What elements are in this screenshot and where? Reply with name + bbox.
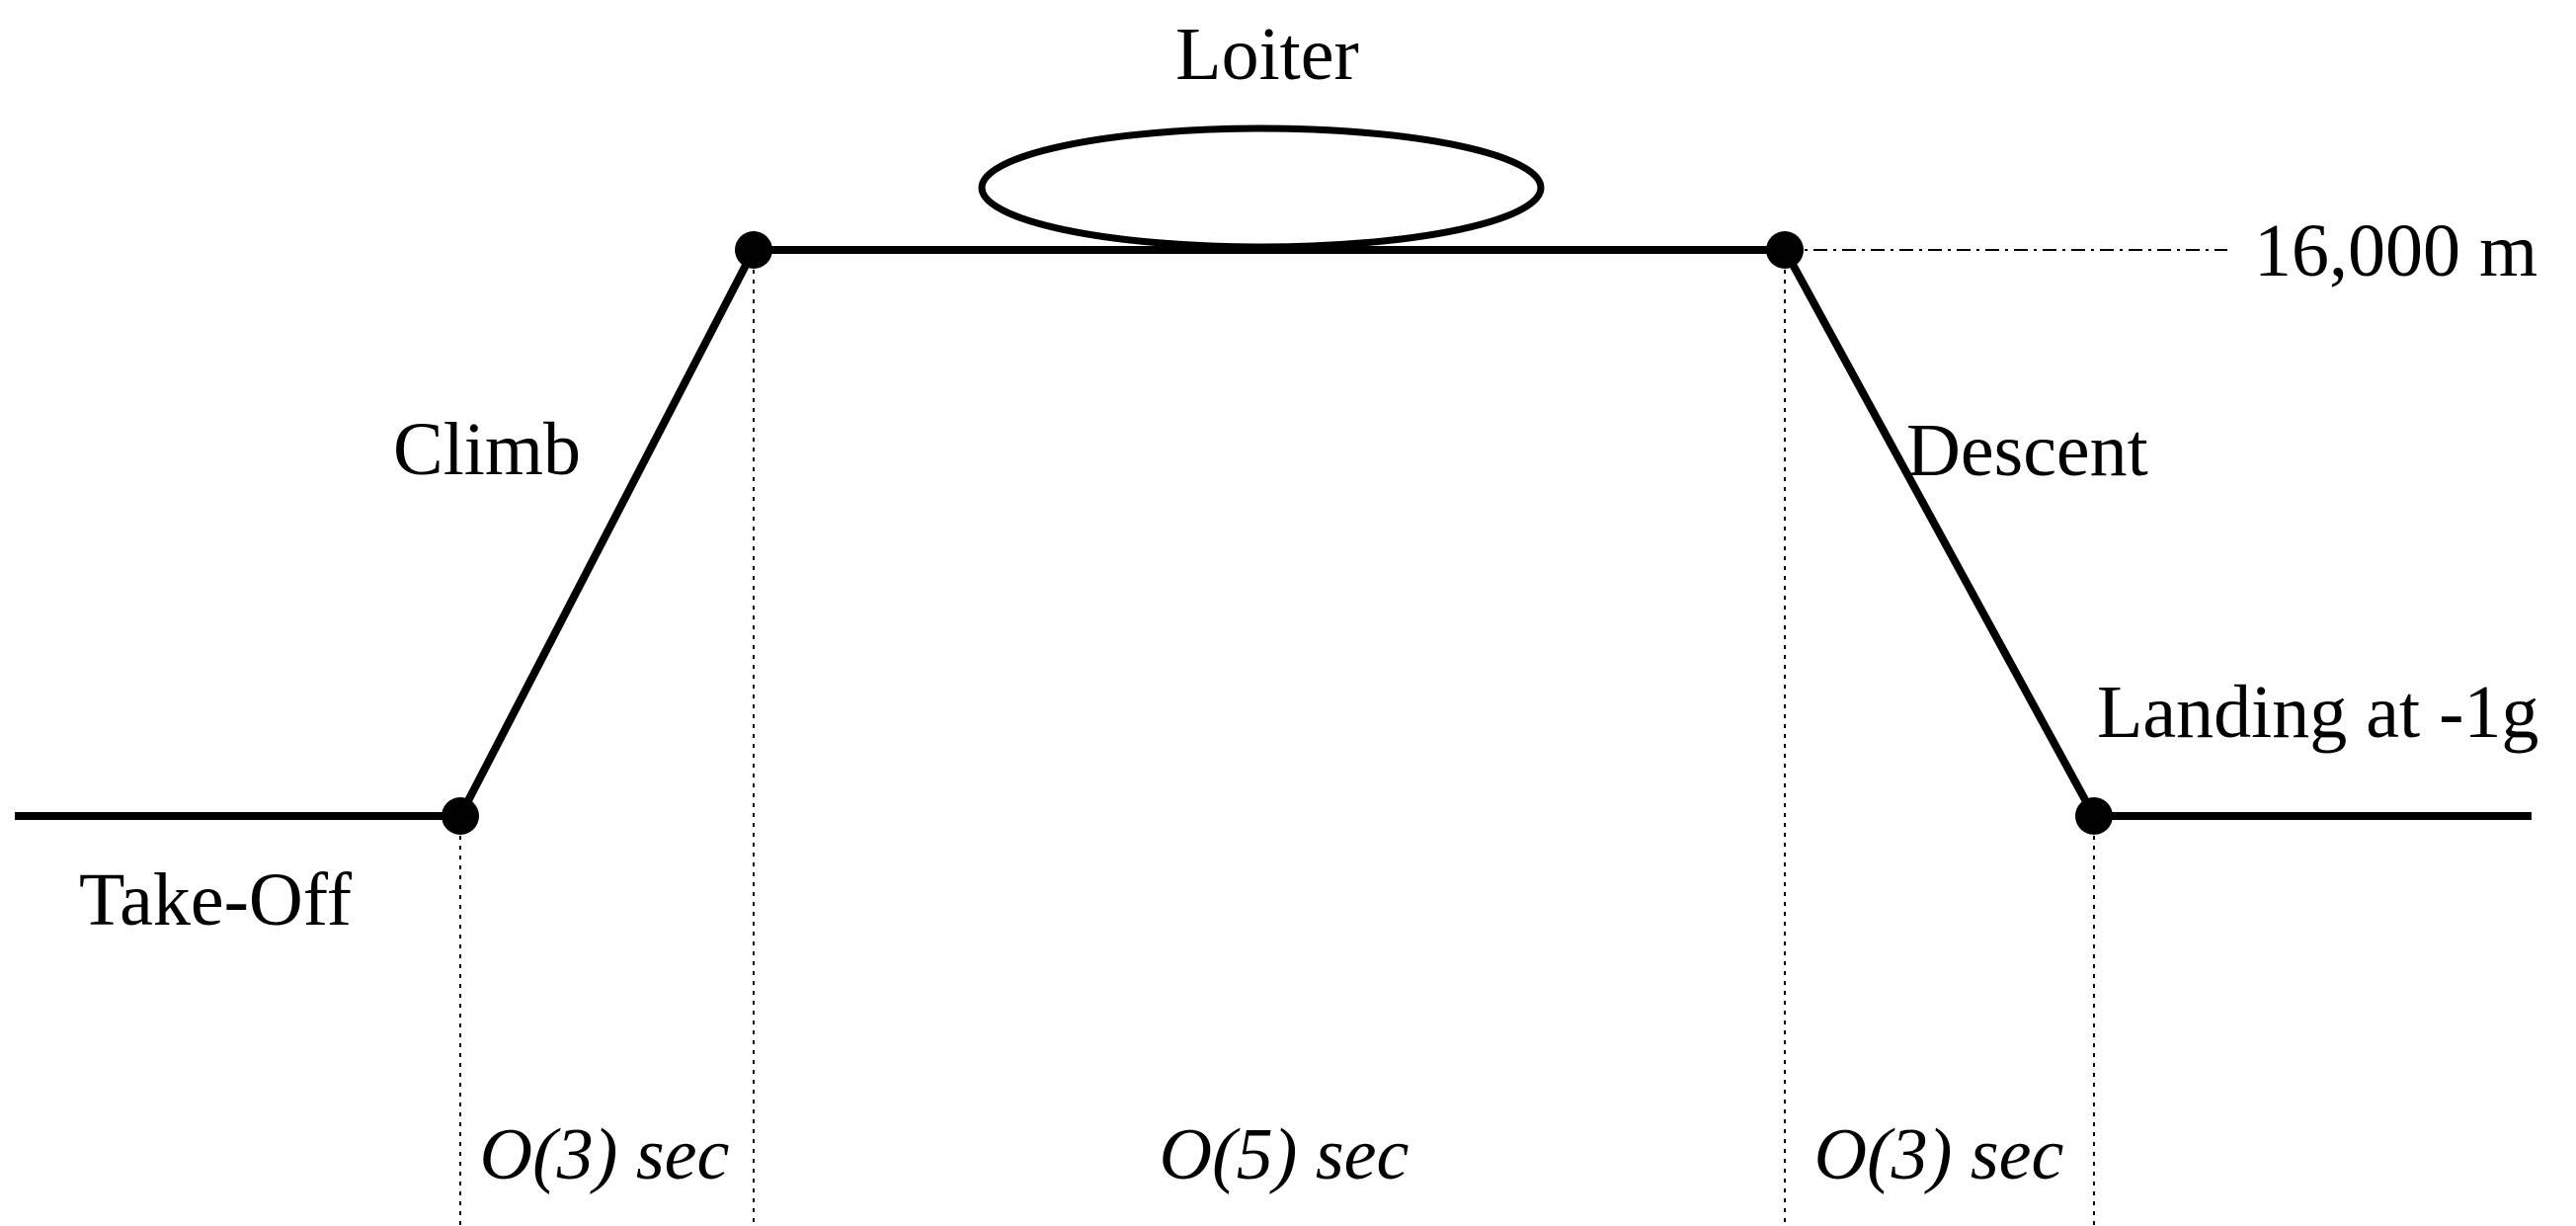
loiter-label: Loiter — [1175, 13, 1359, 96]
flight-profile-path — [15, 246, 2532, 820]
landing-point — [2075, 797, 2113, 835]
altitude-label: 16,000 m — [2254, 209, 2537, 292]
loiter-orbit — [978, 124, 1545, 251]
takeoff-label: Take-Off — [79, 858, 353, 941]
descent-label: Descent — [1906, 409, 2148, 492]
descent-duration-label: O(3) sec — [1814, 1114, 2064, 1195]
climb-label: Climb — [393, 408, 581, 491]
climb-duration-label: O(3) sec — [480, 1114, 730, 1195]
descent-top-point — [1766, 231, 1804, 269]
climb-top-point — [735, 231, 772, 269]
loiter-duration-label: O(5) sec — [1160, 1114, 1409, 1195]
takeoff-point — [442, 797, 479, 835]
landing-label: Landing at -1g — [2097, 671, 2538, 754]
